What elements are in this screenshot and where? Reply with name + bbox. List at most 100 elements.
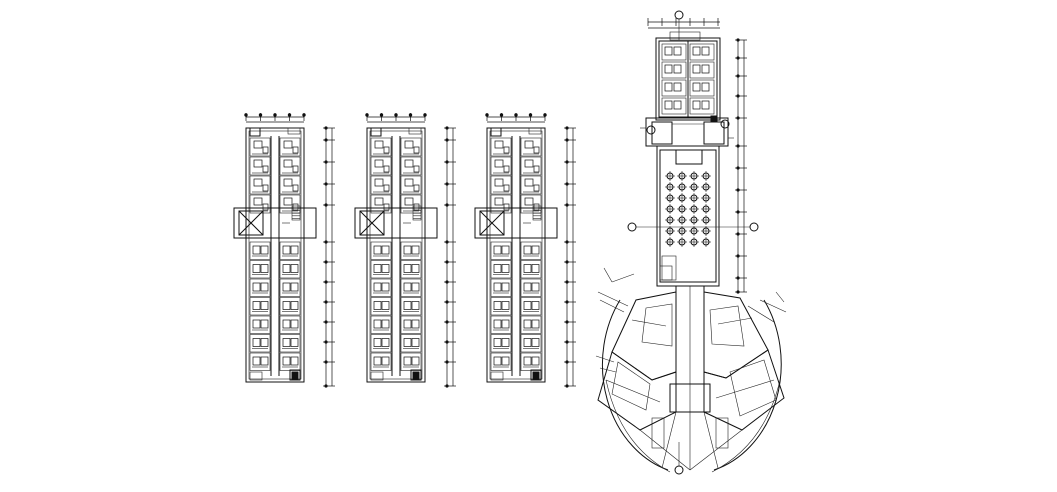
lower-unit <box>370 297 392 316</box>
desk-station <box>689 204 699 214</box>
desk-station <box>677 193 687 203</box>
tower-left-leaders <box>595 267 787 373</box>
block-annex <box>474 207 558 239</box>
tower-fan-wings <box>597 285 785 473</box>
desk-station <box>701 182 711 192</box>
lower-unit <box>490 278 512 297</box>
lower-unit <box>279 241 301 260</box>
desk-station <box>665 171 675 181</box>
lower-unit <box>279 278 301 297</box>
lower-unit <box>520 260 542 279</box>
desk-station <box>665 182 675 192</box>
desk-station <box>677 171 687 181</box>
lower-unit <box>279 315 301 334</box>
desk-station <box>677 204 687 214</box>
upper-unit <box>400 137 422 157</box>
lower-unit <box>400 278 422 297</box>
block-annex <box>233 207 317 239</box>
upper-unit <box>249 194 271 214</box>
tower-hall <box>656 145 720 287</box>
desk-station <box>701 204 711 214</box>
lower-unit <box>249 278 271 297</box>
desk-station <box>665 226 675 236</box>
desk-station <box>689 226 699 236</box>
tower-middle-band <box>640 117 734 147</box>
upper-unit <box>370 194 392 214</box>
upper-unit <box>520 137 542 157</box>
upper-unit <box>490 194 512 214</box>
floor-plan-tower <box>595 10 787 475</box>
upper-unit <box>490 137 512 157</box>
block-right-dimension <box>323 126 335 388</box>
tower-unit <box>661 97 687 115</box>
upper-unit <box>400 194 422 214</box>
lower-unit <box>249 334 271 353</box>
lower-unit <box>520 315 542 334</box>
tower-unit <box>661 79 687 97</box>
upper-unit <box>520 175 542 195</box>
tower-unit <box>689 79 715 97</box>
desk-station <box>701 193 711 203</box>
desk-station <box>701 215 711 225</box>
lower-unit <box>370 241 392 260</box>
tower-unit <box>661 61 687 79</box>
tower-unit <box>689 61 715 79</box>
desk-station <box>701 226 711 236</box>
block-top-dimension <box>485 113 547 123</box>
block-outline <box>366 127 426 383</box>
lower-unit <box>370 315 392 334</box>
upper-unit <box>520 194 542 214</box>
lower-unit <box>249 260 271 279</box>
block-right-dimension <box>564 126 576 388</box>
grid-marker-top <box>674 10 684 40</box>
lower-unit <box>370 352 392 371</box>
grid-line-horizontal <box>627 222 759 232</box>
desk-station <box>689 182 699 192</box>
tower-right-dimension <box>735 38 747 294</box>
block-outline <box>486 127 546 383</box>
upper-unit <box>279 194 301 214</box>
lower-unit <box>400 260 422 279</box>
floor-plan-block-1 <box>233 113 335 388</box>
desk-station <box>677 237 687 247</box>
upper-unit <box>249 156 271 176</box>
upper-unit <box>279 137 301 157</box>
desk-station <box>689 237 699 247</box>
floor-plan-block-2 <box>354 113 456 388</box>
desk-station <box>689 193 699 203</box>
upper-unit <box>400 156 422 176</box>
floor-plan-block-3 <box>474 113 576 388</box>
lower-unit <box>520 334 542 353</box>
lower-unit <box>279 260 301 279</box>
upper-unit <box>370 156 392 176</box>
desk-station <box>677 182 687 192</box>
lower-unit <box>400 315 422 334</box>
void-box <box>238 210 264 236</box>
lower-unit <box>249 241 271 260</box>
block-top-stair <box>490 127 502 137</box>
block-annex <box>354 207 438 239</box>
bottom-stair <box>410 369 422 381</box>
desk-station <box>665 215 675 225</box>
bottom-stair <box>289 369 301 381</box>
upper-unit <box>249 175 271 195</box>
upper-unit <box>249 137 271 157</box>
upper-unit <box>279 175 301 195</box>
lower-unit <box>249 352 271 371</box>
lower-unit <box>400 297 422 316</box>
lower-unit <box>520 241 542 260</box>
upper-unit <box>370 137 392 157</box>
lower-unit <box>490 352 512 371</box>
lower-unit <box>249 315 271 334</box>
lower-unit <box>400 334 422 353</box>
lower-unit <box>249 297 271 316</box>
lower-unit <box>400 241 422 260</box>
tower-unit <box>689 43 715 61</box>
upper-unit <box>520 156 542 176</box>
block-top-stair <box>370 127 382 137</box>
tower-stair-mark <box>710 115 718 123</box>
lower-unit <box>490 260 512 279</box>
void-box <box>359 210 385 236</box>
